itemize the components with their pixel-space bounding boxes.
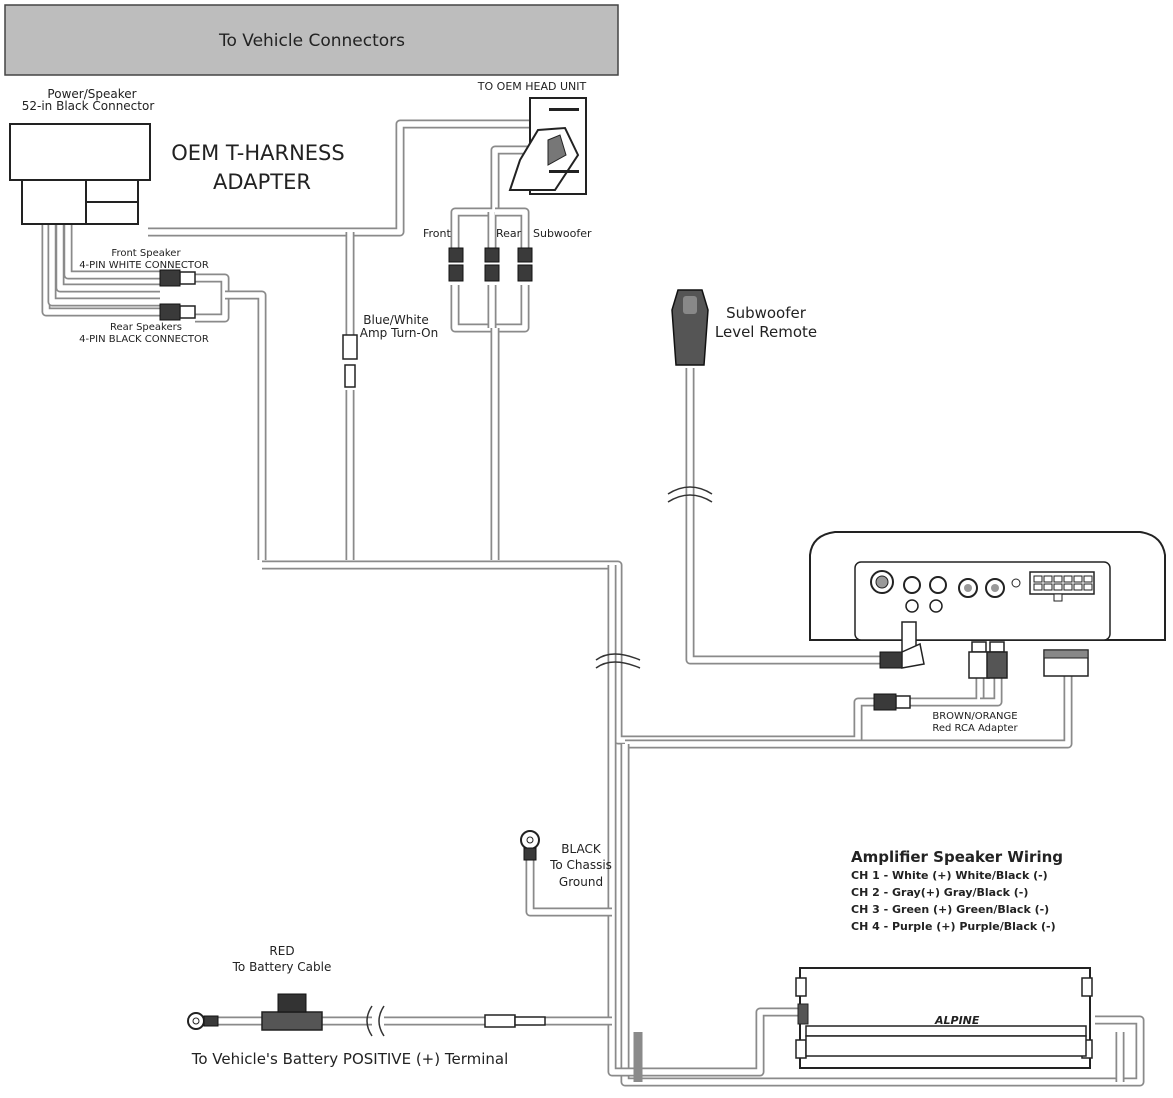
harness-title-1: OEM T-HARNESS <box>171 141 344 165</box>
connector-label-1: Power/Speaker <box>47 87 136 101</box>
amplifier-body: ALPINE <box>795 967 1093 1069</box>
ground-label-2: To Chassis <box>549 858 612 872</box>
front-speaker-label-1: Front Speaker <box>111 248 181 259</box>
remote-label-2: Level Remote <box>715 323 817 341</box>
speaker-wiring-ch2: CH 2 - Gray(+) Gray/Black (-) <box>851 886 1028 899</box>
rca-adapter-label-1: BROWN/ORANGE <box>932 711 1017 722</box>
battery-terminal-label: To Vehicle's Battery POSITIVE (+) Termin… <box>191 1050 509 1068</box>
speaker-wiring-ch1: CH 1 - White (+) White/Black (-) <box>851 869 1048 882</box>
amp-turn-on-label-1: Blue/White <box>363 313 429 327</box>
remote-plug <box>879 642 925 669</box>
ground-label-1: BLACK <box>561 842 602 856</box>
rear-speaker-label-1: Rear Speakers <box>110 322 182 333</box>
rca-front-label: Front <box>423 227 452 240</box>
front-speaker-connector: Front Speaker 4-PIN WHITE CONNECTOR <box>79 248 209 287</box>
battery-cable: RED To Battery Cable To Vehicle's Batter… <box>187 944 546 1068</box>
amp-power-connector <box>1043 649 1089 677</box>
amp-turn-on-label-2: Amp Turn-On <box>360 326 439 340</box>
vehicle-connectors-header: To Vehicle Connectors <box>4 4 619 76</box>
speaker-wiring-ch3: CH 3 - Green (+) Green/Black (-) <box>851 903 1049 916</box>
amplifier-brand: ALPINE <box>934 1014 980 1027</box>
rear-speaker-connector: Rear Speakers 4-PIN BLACK CONNECTOR <box>79 303 209 345</box>
rca-rear-label: Rear <box>496 227 522 240</box>
head-unit-label: TO OEM HEAD UNIT <box>477 80 587 93</box>
front-speaker-label-2: 4-PIN WHITE CONNECTOR <box>79 260 209 271</box>
rca-subwoofer-label: Subwoofer <box>533 227 592 240</box>
remote-label-1: Subwoofer <box>726 304 807 322</box>
speaker-wiring-legend: Amplifier Speaker Wiring CH 1 - White (+… <box>851 848 1063 933</box>
speaker-wiring-title: Amplifier Speaker Wiring <box>851 848 1063 866</box>
amplifier-panel <box>809 531 1166 653</box>
battery-label-2: To Battery Cable <box>232 960 332 974</box>
rear-speaker-label-2: 4-PIN BLACK CONNECTOR <box>79 334 209 345</box>
rca-plugs <box>968 641 1008 679</box>
header-title: To Vehicle Connectors <box>218 31 405 51</box>
rca-output-group: Front Rear Subwoofer <box>423 227 592 282</box>
subwoofer-level-remote: Subwoofer Level Remote <box>671 289 817 366</box>
amp-turn-on-connector: Blue/White Amp Turn-On <box>342 313 439 388</box>
battery-label-1: RED <box>269 944 294 958</box>
brown-orange-connector: BROWN/ORANGE Red RCA Adapter <box>873 693 1019 734</box>
head-unit-plug: TO OEM HEAD UNIT <box>477 80 587 195</box>
ground-label-3: Ground <box>559 875 603 889</box>
power-speaker-connector: Power/Speaker 52-in Black Connector <box>9 87 155 225</box>
rca-adapter-label-2: Red RCA Adapter <box>932 723 1018 734</box>
connector-label-2: 52-in Black Connector <box>22 99 155 113</box>
speaker-wiring-ch4: CH 4 - Purple (+) Purple/Black (-) <box>851 920 1056 933</box>
harness-title-2: ADAPTER <box>213 170 311 194</box>
ground-terminal: BLACK To Chassis Ground <box>520 830 612 889</box>
wires <box>41 119 1145 1087</box>
